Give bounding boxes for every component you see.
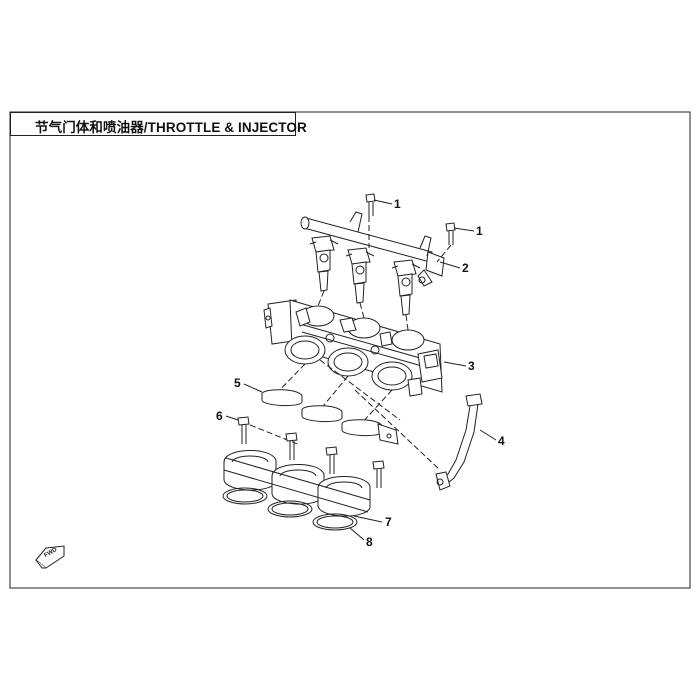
o-rings bbox=[222, 487, 358, 531]
callout-8: 8 bbox=[366, 535, 373, 549]
title-box: 节气门体和喷油器/THROTTLE & INJECTOR bbox=[10, 112, 307, 136]
hose bbox=[435, 393, 483, 491]
callout-1b: 1 bbox=[476, 224, 483, 238]
bolt-set-6 bbox=[237, 416, 385, 488]
injector-3 bbox=[391, 259, 421, 316]
callout-1a: 1 bbox=[394, 197, 401, 211]
bolt-1a bbox=[365, 193, 376, 216]
fuel-rail bbox=[300, 211, 445, 287]
page-title: 节气门体和喷油器/THROTTLE & INJECTOR bbox=[35, 120, 307, 135]
callout-3: 3 bbox=[468, 359, 475, 373]
clamp-set bbox=[261, 389, 399, 445]
injector-1 bbox=[309, 235, 339, 292]
leader-lines bbox=[225, 199, 497, 541]
throttle-body bbox=[263, 299, 443, 397]
callout-6: 6 bbox=[216, 409, 223, 423]
callout-5: 5 bbox=[234, 376, 241, 390]
callout-2: 2 bbox=[462, 261, 469, 275]
forward-arrow-icon bbox=[35, 545, 65, 569]
callout-4: 4 bbox=[498, 434, 505, 448]
injector-2 bbox=[345, 247, 375, 304]
diagram-border bbox=[9, 111, 691, 589]
callout-7: 7 bbox=[385, 515, 392, 529]
intake-boots bbox=[223, 449, 371, 517]
bolt-1b bbox=[445, 222, 456, 245]
